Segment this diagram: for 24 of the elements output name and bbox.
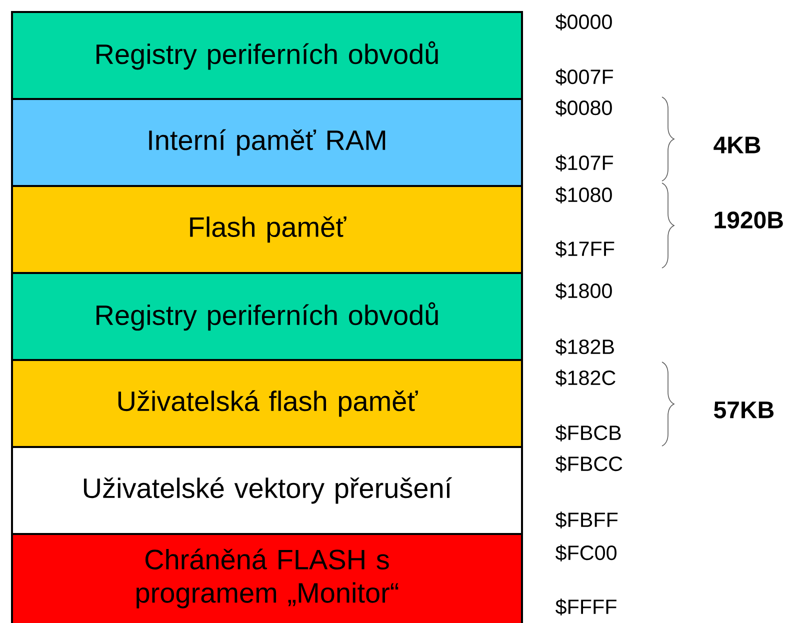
address-label: $FC00 — [556, 544, 616, 562]
memory-band: Flash paměť — [11, 185, 523, 274]
address-label: $0080 — [556, 100, 612, 116]
address-label: $FBCC — [556, 456, 622, 472]
address-label: $0000 — [556, 14, 612, 30]
memory-band: Registry periferních obvodů — [11, 272, 523, 361]
address-label: $FBCB — [556, 424, 621, 442]
size-label: 1920B — [714, 211, 783, 228]
address-label: $FBFF — [556, 512, 618, 528]
address-label: $17FF — [556, 240, 614, 258]
memory-band: Chráněná FLASH s programem „Monitor“ — [11, 533, 523, 623]
address-label: $182C — [556, 370, 616, 386]
address-label: $FFFF — [556, 598, 616, 616]
address-label: $1080 — [556, 186, 612, 204]
memory-band: Registry periferních obvodů — [11, 11, 523, 100]
address-label: $107F — [556, 154, 614, 172]
memory-band: Uživatelská flash paměť — [11, 359, 523, 448]
address-label: $1800 — [556, 282, 612, 300]
size-label: 57KB — [714, 402, 774, 418]
address-label: $007F — [556, 68, 614, 86]
memory-band: Uživatelské vektory přerušení — [11, 446, 523, 535]
address-label: $182B — [556, 338, 614, 356]
size-label: 4KB — [714, 136, 760, 154]
memory-band: Interní paměť RAM — [11, 98, 523, 187]
